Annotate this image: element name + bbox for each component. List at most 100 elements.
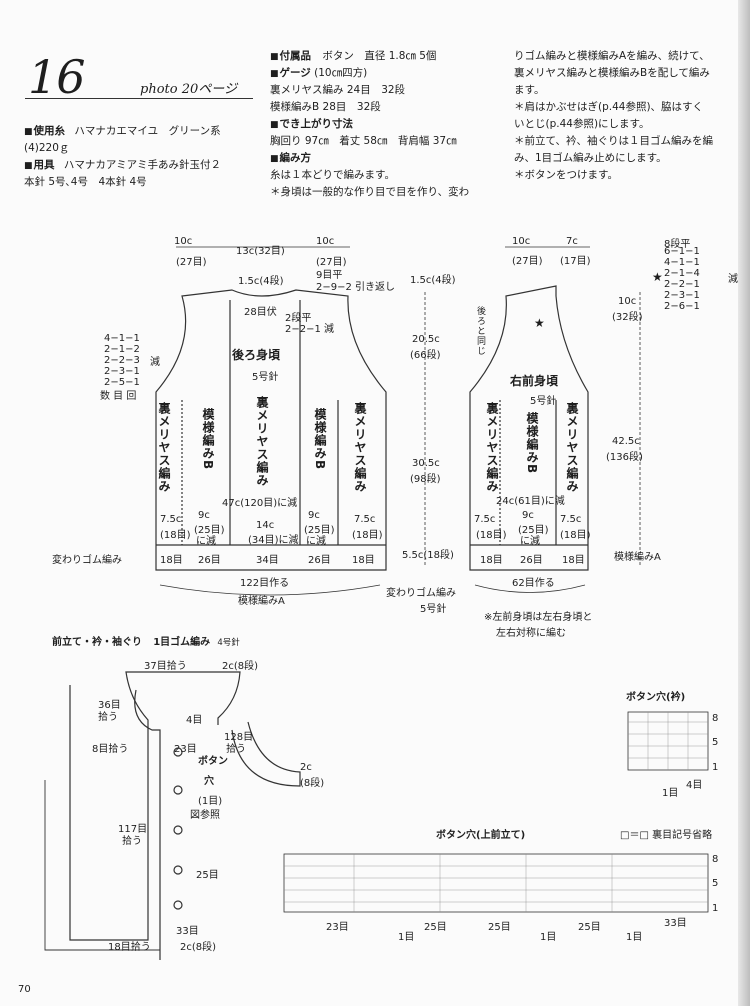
front-side-st: (18目) — [476, 530, 507, 541]
band-outline — [69, 671, 241, 941]
back-col-1: 裏メリヤス編み — [157, 402, 171, 493]
back-rib-0: 18目 — [160, 555, 183, 566]
gauge-label: ゲージ — [270, 67, 311, 79]
method-col2-5: いとじ(p.44参照)にします。 — [514, 118, 650, 130]
back-neck-dec: 2−2−1 減 — [285, 324, 335, 335]
back-cast-on: 122目作る — [240, 578, 290, 589]
yarn-text: ハマナカエマイユ グリーン系 — [74, 125, 221, 137]
tools-text-2: 本針 5号､4号 4本針 4号 — [24, 176, 147, 188]
back-mid-note-2: に減 — [306, 536, 326, 547]
front-title: 右前身頃 — [510, 374, 559, 388]
finished-label: でき上がり寸法 — [270, 118, 353, 130]
front-waist: 24c(61目)に減 — [496, 496, 565, 507]
back-col-3: 裏メリヤス編み — [255, 396, 269, 487]
back-neck-depth: 1.5c(4段) — [238, 276, 284, 287]
front-row-8: 8 — [712, 854, 719, 865]
back-pattern-a: 模様編みA — [238, 596, 285, 607]
back-mid-st-2: (25目) — [304, 525, 335, 536]
yarn-label: 使用糸 — [24, 125, 65, 137]
back-mid-note: に減 — [196, 536, 216, 547]
collar-4: 4目 — [186, 715, 203, 726]
back-body-outline — [155, 289, 387, 571]
back-ctr-w: 14c — [256, 520, 275, 531]
pick-8: 8目拾う — [92, 744, 129, 755]
method-col2-6: ＊前立て、衿、袖ぐりは１目ゴム編みを編 — [514, 135, 713, 147]
front-count-3: 25目 — [578, 922, 601, 933]
front-one-1: 1目 — [398, 932, 415, 943]
rib-h: 5.5c(18段) — [402, 550, 454, 561]
front-neck-note: 減 — [728, 274, 738, 285]
front-mid-note: に減 — [520, 536, 540, 547]
front-pick: 117目 — [118, 824, 148, 835]
method-line-2: ＊身頃は一般的な作り目で目を作り、変わ — [270, 186, 470, 198]
method-col2-2: 裏メリヤス編みと模様編みBを配して編み — [514, 67, 710, 79]
tools-label: 用具 — [24, 159, 55, 171]
back-col-2: 模様編みB — [201, 408, 215, 471]
back-top-right: 10c — [316, 236, 335, 247]
finished-text: 胸回り 97㎝ 着丈 58㎝ 背肩幅 37㎝ — [270, 135, 457, 147]
back-needle: 5号針 — [252, 372, 279, 383]
back-ctr-st: (34目)に減 — [248, 535, 299, 546]
gauge-heading: ゲージ (10㎝四方) — [270, 65, 367, 83]
back-rib-2: 34目 — [256, 555, 279, 566]
armhole-rows: (66段) — [410, 350, 441, 361]
front-chart-legend: □＝□ 裏目記号省略 — [620, 830, 713, 841]
tools-text: ハマナカアミアミ手あみ針玉付２ — [63, 159, 221, 171]
accessories-text: ボタン 直径 1.8㎝ 5個 — [322, 50, 437, 62]
front-star-2: ★ — [652, 270, 663, 284]
back-top-left: 10c — [174, 236, 193, 247]
collar-st-1: 1目 — [662, 788, 679, 799]
front-same-note: 後ろと同じ — [475, 306, 485, 356]
header-rule — [25, 98, 253, 99]
collar-h: 2c(8段) — [222, 661, 259, 672]
front-top-right: 7c — [566, 236, 578, 247]
method-col2-4: ＊肩はかぶせはぎ(p.44参照)、脇はすく — [514, 101, 704, 113]
method-label: 編み方 — [270, 152, 311, 164]
yarn-line: 使用糸 ハマナカエマイユ グリーン系 — [24, 123, 221, 141]
photo-reference: photo 20ページ — [140, 82, 237, 97]
front-count-0: 23目 — [326, 922, 349, 933]
back-side-st-2: (18目) — [352, 530, 383, 541]
front-neck-h: 10c — [618, 296, 637, 307]
front-rib-2: 18目 — [562, 555, 585, 566]
back-waist: 47c(120目)に減 — [222, 498, 298, 509]
back-top-mid: 13c(32目) — [236, 246, 285, 257]
front-neck-rows: (32段) — [612, 312, 643, 323]
collar-pick: 37目拾う — [144, 661, 187, 672]
page-number: 70 — [18, 984, 31, 995]
front-cast-on: 62目作る — [512, 578, 555, 589]
band-method: 1目ゴム編み — [153, 637, 211, 648]
count-25: 25目 — [196, 870, 219, 881]
count-23: 23目 — [174, 744, 197, 755]
back-rib-label: 変わりゴム編み — [52, 555, 122, 566]
left-collar-2: 拾う — [98, 712, 118, 723]
band-heading: 前立て・衿・袖ぐり 1目ゴム編み 4号針 — [52, 633, 240, 648]
front-pattern-a: 模様編みA — [614, 552, 661, 563]
front-col-2: 模様編みB — [525, 412, 539, 475]
front-one-3: 1目 — [626, 932, 643, 943]
tools-line: 用具 ハマナカアミアミ手あみ針玉付２ — [24, 157, 221, 175]
front-side-st-2: (18目) — [560, 530, 591, 541]
back-neck-bind: 28目伏 — [244, 307, 277, 318]
band-title: 前立て・衿・袖ぐり — [52, 637, 142, 648]
gauge-line-1: 裏メリヤス編み 24目 32段 — [270, 84, 406, 96]
back-side-w: 7.5c — [160, 514, 182, 525]
collar-row-5: 5 — [712, 737, 719, 748]
btn-ref: 図参照 — [190, 810, 220, 821]
front-pick-2: 拾う — [122, 836, 142, 847]
front-neck-depth: 1.5c(4段) — [410, 275, 456, 286]
collar-st-4: 4目 — [686, 780, 703, 791]
back-top-left-st: (27目) — [176, 257, 207, 268]
bottom-pick: 18目拾う — [108, 942, 151, 953]
back-arm-note: 減 — [150, 357, 160, 368]
btn-sub: (1目) — [198, 796, 223, 807]
front-rib-0: 18目 — [480, 555, 503, 566]
front-rib-label: 変わりゴム編み — [386, 588, 456, 599]
front-rib-1: 26目 — [520, 555, 543, 566]
accessories-line: 付属品 ボタン 直径 1.8㎝ 5個 — [270, 48, 436, 66]
gauge-sub: (10㎝四方) — [314, 67, 368, 79]
method-col2-3: ます。 — [514, 84, 545, 96]
